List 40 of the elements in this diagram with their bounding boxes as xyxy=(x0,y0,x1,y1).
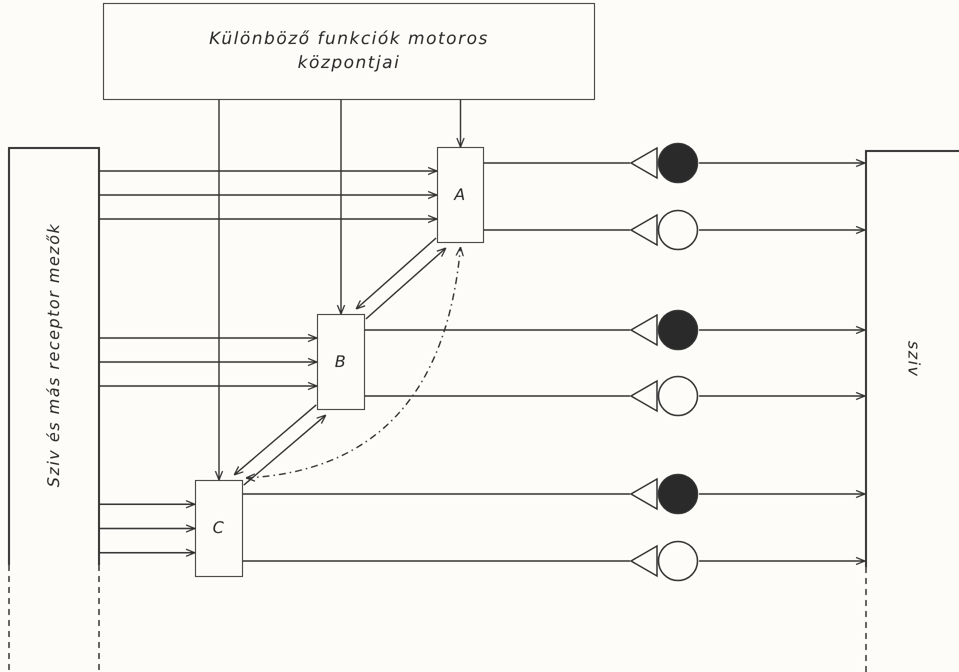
unit-letter: C xyxy=(212,517,226,540)
unit-box xyxy=(437,147,484,243)
unit-box xyxy=(195,480,243,577)
arrow xyxy=(355,238,437,310)
arrow xyxy=(699,326,866,334)
arrow xyxy=(100,548,196,557)
arrow xyxy=(214,100,224,481)
connector-line xyxy=(243,493,630,495)
arrow xyxy=(456,100,465,148)
arrow xyxy=(100,500,196,508)
arrow xyxy=(100,166,438,176)
arrow xyxy=(100,334,318,342)
arrow xyxy=(100,524,196,533)
connector-line xyxy=(484,229,630,231)
arrow xyxy=(699,392,866,400)
motor-center-box xyxy=(103,3,595,100)
unit-letter: B xyxy=(334,350,348,373)
connector-line xyxy=(243,560,630,562)
arrow xyxy=(243,414,326,486)
band-label: sziv xyxy=(903,341,924,378)
arrow xyxy=(100,382,318,390)
box-title: Különböző funkciók motoros központjai xyxy=(208,28,490,74)
heart-band xyxy=(865,150,959,567)
connector-line xyxy=(365,395,630,397)
connector-line xyxy=(365,329,630,331)
arrow xyxy=(336,100,346,315)
arrow xyxy=(699,556,866,566)
dashed-curved-arrow xyxy=(245,246,464,482)
unit-box xyxy=(317,314,365,410)
arrow xyxy=(699,226,866,234)
arrow xyxy=(365,247,447,320)
arrow xyxy=(100,358,318,366)
unit-letter: A xyxy=(454,184,467,206)
arrow xyxy=(100,190,438,200)
receptor-field-band xyxy=(8,147,100,565)
arrow xyxy=(699,490,866,498)
arrow xyxy=(100,214,438,224)
arrow xyxy=(234,404,317,476)
arrow xyxy=(699,158,866,168)
connector-line xyxy=(484,162,630,164)
